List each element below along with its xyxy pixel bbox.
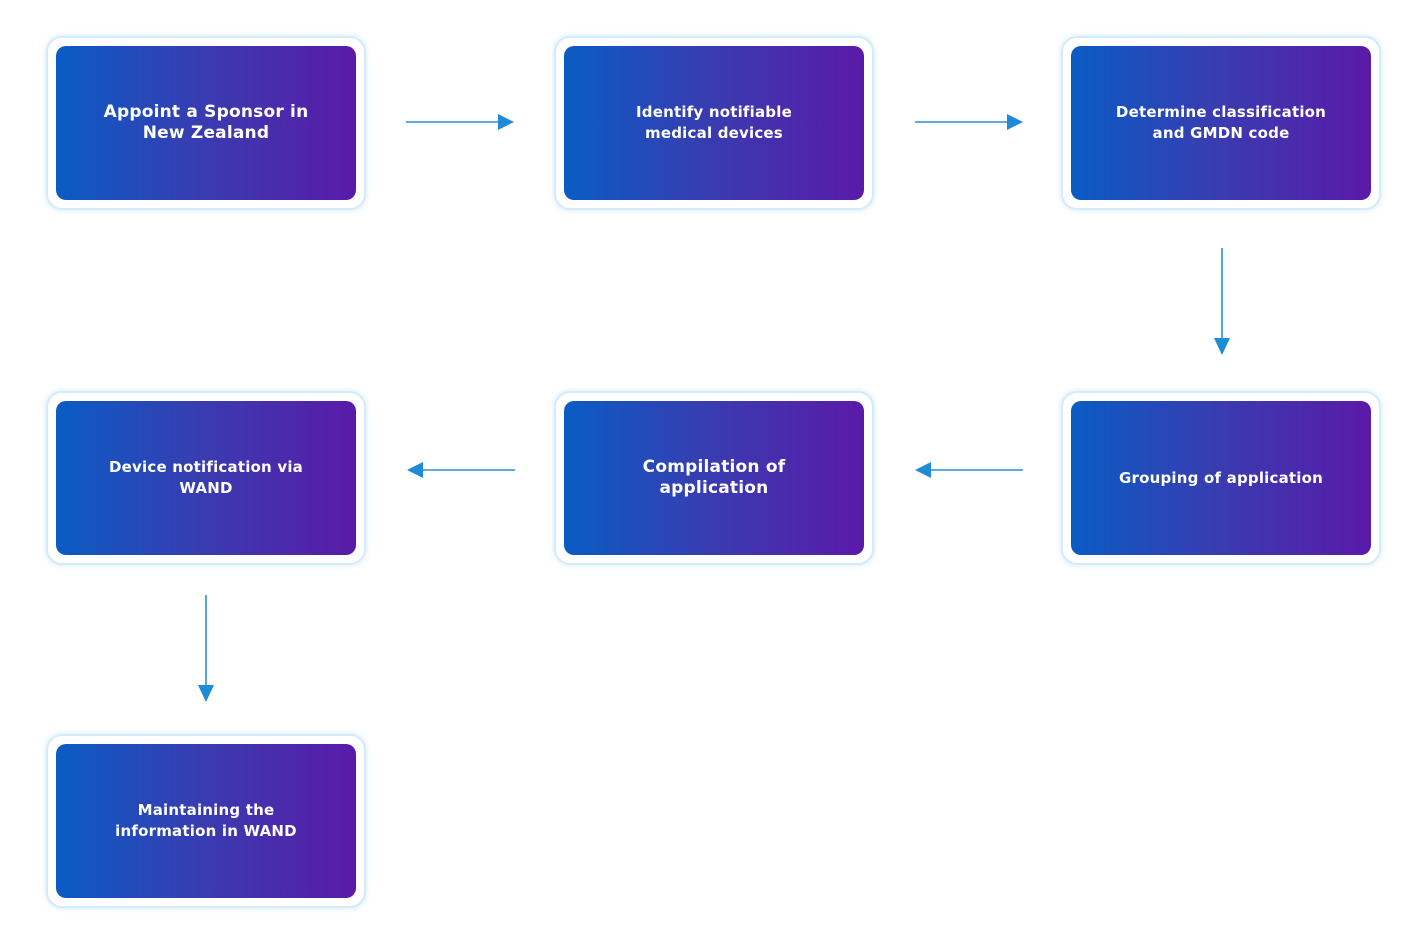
step-label-identify-devices: Identify notifiable medical devices xyxy=(636,103,792,142)
arrow-compilation-to-notification xyxy=(407,462,515,478)
step-label-grouping: Grouping of application xyxy=(1118,468,1324,487)
step-box-grouping: Grouping of application xyxy=(1071,401,1371,555)
step-box-determine-classification: Determine classification and GMDN code xyxy=(1071,46,1371,200)
step-label-compilation: Compilation of application xyxy=(642,457,786,498)
step-label-device-notification: Device notification via WAND xyxy=(109,458,303,497)
step-label-maintaining: Maintaining the information in WAND xyxy=(115,801,297,840)
step-card-appoint-sponsor: Appoint a Sponsor in New Zealand xyxy=(46,36,366,210)
step-card-device-notification: Device notification via WAND xyxy=(46,391,366,565)
step-label-appoint-sponsor: Appoint a Sponsor in New Zealand xyxy=(103,102,309,143)
arrow-notification-to-maintaining xyxy=(198,595,214,702)
step-card-identify-devices: Identify notifiable medical devices xyxy=(554,36,874,210)
step-box-device-notification: Device notification via WAND xyxy=(56,401,356,555)
step-box-maintaining: Maintaining the information in WAND xyxy=(56,744,356,898)
arrow-grouping-to-compilation xyxy=(915,462,1023,478)
step-card-determine-classification: Determine classification and GMDN code xyxy=(1061,36,1381,210)
arrow-identify-to-determine xyxy=(915,114,1023,130)
step-card-grouping: Grouping of application xyxy=(1061,391,1381,565)
step-box-appoint-sponsor: Appoint a Sponsor in New Zealand xyxy=(56,46,356,200)
step-box-identify-devices: Identify notifiable medical devices xyxy=(564,46,864,200)
arrow-determine-to-grouping xyxy=(1214,248,1230,355)
step-card-compilation: Compilation of application xyxy=(554,391,874,565)
step-box-compilation: Compilation of application xyxy=(564,401,864,555)
step-label-determine-classification: Determine classification and GMDN code xyxy=(1115,103,1327,142)
arrow-appoint-to-identify xyxy=(406,114,514,130)
step-card-maintaining: Maintaining the information in WAND xyxy=(46,734,366,908)
